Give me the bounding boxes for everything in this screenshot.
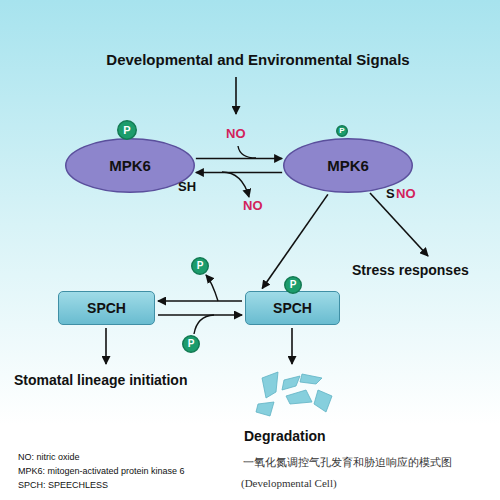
stress-arrow (370, 193, 428, 256)
reaction-arrow (158, 300, 242, 302)
caption: 一氧化氮调控气孔发育和胁迫响应的模式图 (243, 455, 452, 470)
text-label: NO (396, 186, 416, 201)
reaction-arrow (196, 158, 282, 160)
reaction-arrow (158, 314, 242, 316)
reaction-arrow (262, 194, 328, 288)
text-label: Stress responses (352, 262, 469, 278)
node-text: P (197, 261, 204, 271)
reaction-arrow (196, 172, 282, 174)
ellipse-outline (66, 139, 195, 193)
p-entry-curve (194, 315, 214, 334)
text-label: NO: nitric oxide (18, 452, 80, 462)
no-exit-curve (222, 172, 249, 197)
phosphate-circle: P (336, 125, 348, 137)
phosphate-circle: P (284, 276, 302, 294)
fragment (256, 402, 274, 416)
text-label: NO (226, 126, 246, 141)
ellipse-outline (118, 121, 137, 140)
fragment (300, 374, 322, 384)
text-label: Degradation (244, 428, 326, 444)
node-text: MPK6 (109, 158, 151, 173)
degraded-fragments (256, 372, 332, 416)
phosphate-circle: P (182, 335, 200, 353)
fragment (282, 376, 300, 390)
no-entry-curve (238, 146, 256, 158)
text-label: Stomatal lineage initiation (14, 372, 187, 388)
node-text: P (290, 280, 297, 290)
fragment (314, 390, 332, 412)
ellipse-outline (337, 126, 348, 137)
signal-arrow (235, 77, 237, 114)
diagram-title: Developmental and Environmental Signals (0, 51, 500, 68)
node-text: MPK6 (327, 158, 369, 173)
degradation-arrow (291, 328, 293, 364)
node-text: P (188, 339, 195, 349)
protein-box: SPCH (58, 291, 155, 325)
fragment (262, 372, 278, 398)
ellipse-outline (183, 336, 200, 353)
node-text: P (339, 127, 344, 135)
protein-box: SPCH (245, 291, 340, 325)
phosphate-circle: P (117, 120, 137, 140)
text-label: SH (178, 179, 196, 194)
text-label: S (386, 186, 395, 201)
protein-ellipse: MPK6 (65, 138, 195, 193)
node-text: P (123, 125, 130, 136)
phosphate-circle: P (191, 257, 209, 275)
text-label: MPK6: mitogen-activated protein kinase 6 (18, 466, 185, 476)
ellipse-outline (285, 277, 302, 294)
text-label: (Developmental Cell) (241, 477, 337, 489)
protein-ellipse: MPK6 (283, 138, 413, 193)
node-text: SPCH (87, 301, 126, 315)
text-label: NO (243, 198, 263, 213)
p-exit-curve (206, 275, 218, 301)
text-label: SPCH: SPEECHLESS (18, 480, 108, 490)
initiation-arrow (105, 328, 107, 364)
ellipse-outline (284, 139, 413, 193)
node-text: SPCH (273, 301, 312, 315)
fragment (286, 390, 312, 404)
ellipse-outline (192, 258, 209, 275)
